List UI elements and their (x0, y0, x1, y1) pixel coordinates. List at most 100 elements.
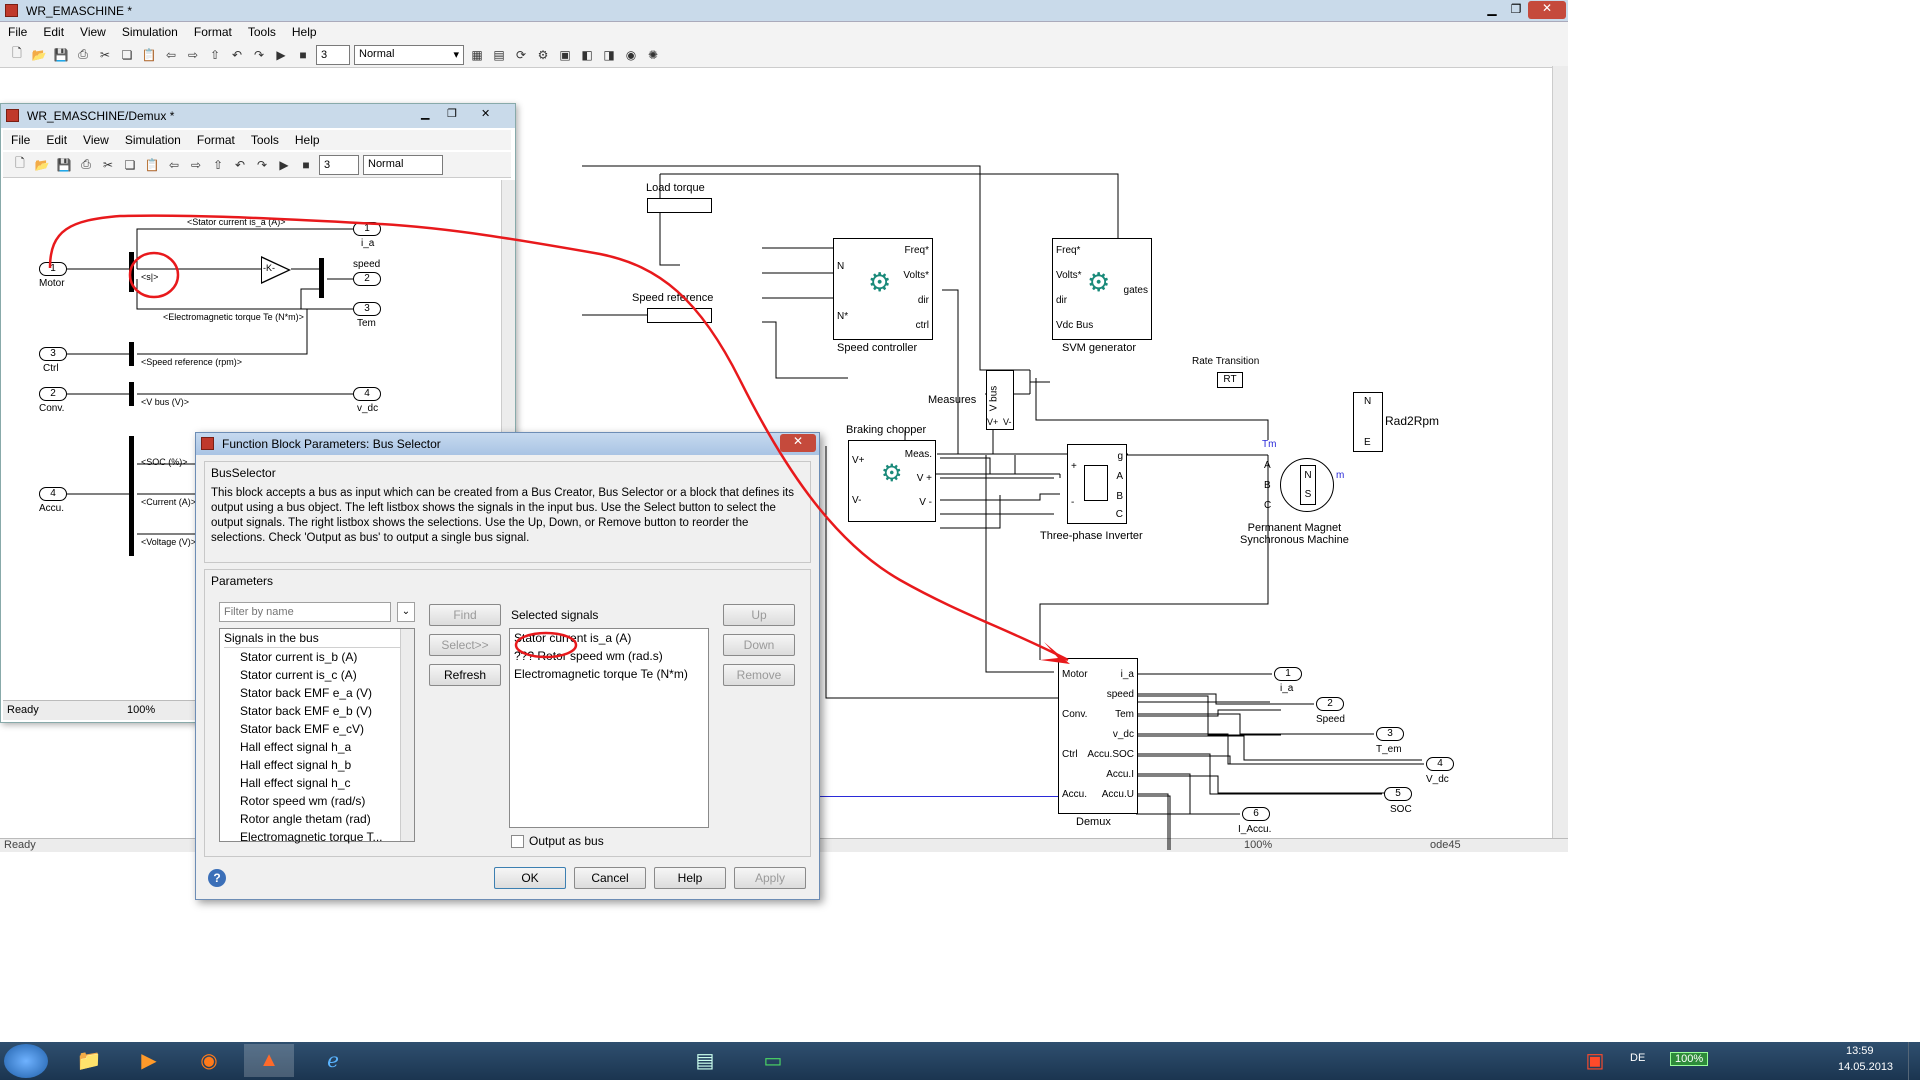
outport-4[interactable]: 4 (1426, 757, 1454, 771)
office-tray-icon[interactable]: ▣ (1570, 1044, 1620, 1077)
firefox-taskbar-icon[interactable]: ◉ (184, 1044, 234, 1077)
network-taskbar-icon[interactable]: ▤ (680, 1044, 730, 1077)
filter-options-icon[interactable]: ⌄ (397, 602, 415, 622)
signal-item[interactable]: Electromagnetic torque T... (224, 828, 414, 846)
signal-item[interactable]: Hall effect signal h_b (224, 756, 414, 774)
sub-inport-3[interactable]: 3 (39, 347, 67, 361)
output-as-bus-checkbox[interactable] (511, 835, 524, 848)
bus-selector-4[interactable] (129, 436, 134, 556)
dialog-close-button[interactable]: ✕ (780, 434, 816, 452)
sig-voltage: <Voltage (V)> (141, 537, 196, 547)
sub-outport-2-label: speed (353, 259, 380, 270)
sig-stator: <Stator current is_a (A)> (187, 217, 286, 227)
wire (137, 279, 319, 309)
signal-item[interactable]: Stator current is_b (A) (224, 648, 414, 666)
bus-selector-dialog: Function Block Parameters: Bus Selector … (195, 432, 820, 900)
sub-inport-1[interactable]: 1 (39, 262, 67, 276)
start-button[interactable] (4, 1044, 48, 1078)
bus-selector-1[interactable] (129, 252, 134, 292)
sub-outport-2-num: 2 (364, 273, 370, 284)
remove-button[interactable]: Remove (723, 664, 795, 686)
battery-indicator[interactable]: 100% (1670, 1052, 1708, 1066)
clock-time[interactable]: 13:59 (1846, 1045, 1874, 1057)
bus-selector-3[interactable] (129, 382, 134, 406)
show-desktop-button[interactable] (1908, 1042, 1920, 1080)
sub-outport-1-label: i_a (361, 238, 374, 249)
ok-button[interactable]: OK (494, 867, 566, 889)
sub-inport-4[interactable]: 4 (39, 487, 67, 501)
sub-outport-2[interactable]: 2 (353, 272, 381, 286)
demux-status-text: Ready (7, 704, 39, 716)
sub-outport-3-label: Tem (357, 318, 376, 329)
signal-item[interactable]: Stator back EMF e_b (V) (224, 702, 414, 720)
sub-inport-2[interactable]: 2 (39, 387, 67, 401)
wire (1138, 694, 1314, 704)
explorer-taskbar-icon[interactable]: 📁 (64, 1044, 114, 1077)
sub-inport-3-num: 3 (50, 348, 56, 359)
parameters-label: Parameters (211, 574, 273, 588)
sub-outport-4[interactable]: 4 (353, 387, 381, 401)
battery-text: 100% (1675, 1053, 1703, 1065)
matlab-taskbar-icon[interactable]: ▲ (244, 1044, 294, 1077)
bus-selector-2[interactable] (129, 342, 134, 366)
help-icon[interactable]: ? (208, 869, 226, 887)
ie-taskbar-icon[interactable]: ℯ (308, 1044, 358, 1077)
outport-5[interactable]: 5 (1384, 787, 1412, 801)
parameters-section: Parameters ⌄ Signals in the bus Stator c… (204, 569, 811, 857)
outport-2-num: 2 (1327, 698, 1333, 709)
outport-6[interactable]: 6 (1242, 807, 1270, 821)
sig-soc: <SOC (%)> (141, 457, 188, 467)
select-button[interactable]: Select>> (429, 634, 501, 656)
signal-item[interactable]: Rotor speed wm (rad/s) (224, 792, 414, 810)
outport-2[interactable]: 2 (1316, 697, 1344, 711)
sub-outport-4-num: 4 (364, 388, 370, 399)
outport-6-num: 6 (1253, 808, 1259, 819)
find-button[interactable]: Find (429, 604, 501, 626)
media-player-taskbar-icon[interactable]: ▶ (124, 1044, 174, 1077)
section-title: BusSelector (211, 466, 276, 480)
mux-bar[interactable] (319, 258, 324, 298)
cancel-button[interactable]: Cancel (574, 867, 646, 889)
outport-3[interactable]: 3 (1376, 727, 1404, 741)
sig-vbus: <V bus (V)> (141, 397, 189, 407)
outport-5-label: SOC (1390, 804, 1412, 815)
selected-item[interactable]: Electromagnetic torque Te (N*m) (514, 665, 708, 683)
outport-3-num: 3 (1387, 728, 1393, 739)
bus-selector-section: BusSelector This block accepts a bus as … (204, 461, 811, 563)
down-button[interactable]: Down (723, 634, 795, 656)
clock-date[interactable]: 14.05.2013 (1838, 1061, 1893, 1073)
app-taskbar-icon[interactable]: ▭ (748, 1044, 798, 1077)
apply-button[interactable]: Apply (734, 867, 806, 889)
signal-item[interactable]: Rotor angle thetam (rad) (224, 810, 414, 828)
sub-outport-1-num: 1 (364, 223, 370, 234)
up-button[interactable]: Up (723, 604, 795, 626)
filter-input[interactable] (219, 602, 391, 622)
outport-5-num: 5 (1395, 788, 1401, 799)
sub-inport-4-num: 4 (50, 488, 56, 499)
language-indicator[interactable]: DE (1630, 1052, 1645, 1064)
signal-item[interactable]: Stator current is_c (A) (224, 666, 414, 684)
list-scrollbar[interactable] (400, 629, 414, 841)
output-as-bus-label: Output as bus (529, 834, 604, 848)
signal-item[interactable]: Stator back EMF e_cV) (224, 720, 414, 738)
gain-text: -K- (263, 263, 275, 273)
signal-item[interactable]: Hall effect signal h_a (224, 738, 414, 756)
signal-item[interactable]: Stator back EMF e_a (V) (224, 684, 414, 702)
selected-item[interactable]: Stator current is_a (A) (514, 629, 708, 647)
help-button[interactable]: Help (654, 867, 726, 889)
outport-1-label: i_a (1280, 683, 1293, 694)
selected-item[interactable]: ??? Rotor speed wm (rad.s) (514, 647, 708, 665)
description-text: This block accepts a bus as input which … (211, 486, 803, 546)
selected-signals-list[interactable]: Stator current is_a (A) ??? Rotor speed … (509, 628, 709, 828)
sub-inport-2-label: Conv. (39, 403, 64, 414)
outport-1[interactable]: 1 (1274, 667, 1302, 681)
refresh-button[interactable]: Refresh (429, 664, 501, 686)
sub-outport-3[interactable]: 3 (353, 302, 381, 316)
sig-torque: <Electromagnetic torque Te (N*m)> (163, 312, 304, 322)
sub-outport-1[interactable]: 1 (353, 222, 381, 236)
outport-3-label: T_em (1376, 744, 1402, 755)
signals-in-bus-list[interactable]: Signals in the bus Stator current is_b (… (219, 628, 415, 842)
signal-item[interactable]: Hall effect signal h_c (224, 774, 414, 792)
sub-inport-2-num: 2 (50, 388, 56, 399)
sig-select: <s|> (141, 272, 158, 282)
